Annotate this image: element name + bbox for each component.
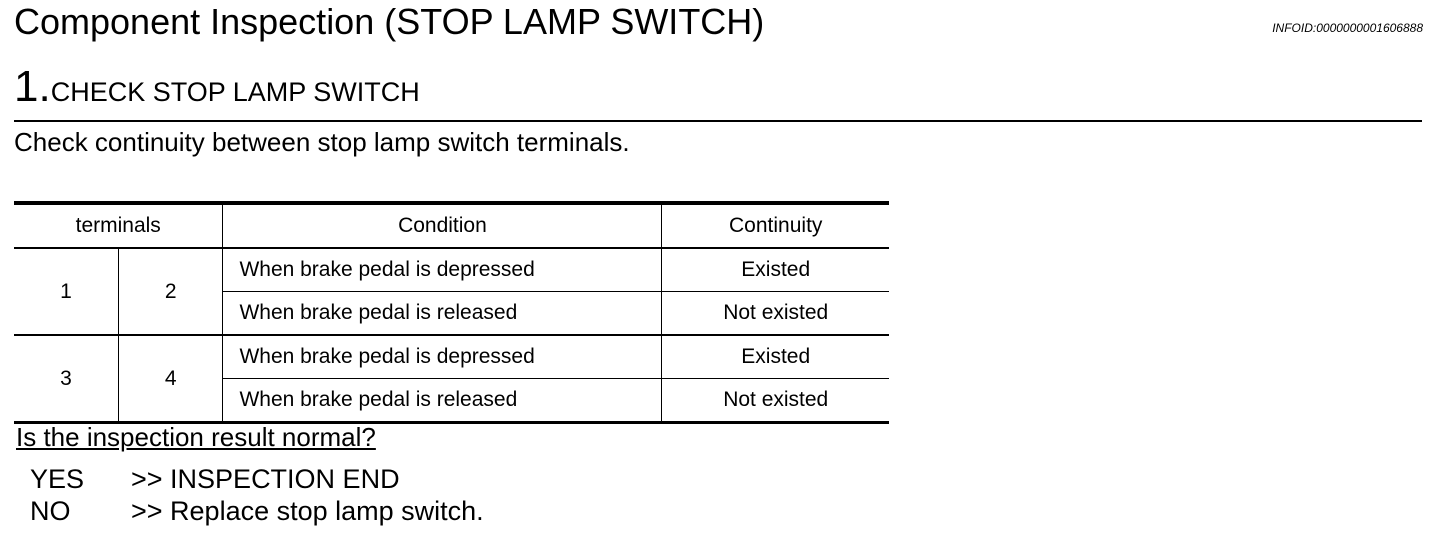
terminal-b-cell: 4 bbox=[117, 335, 223, 423]
answer-yes: YES >> INSPECTION END bbox=[30, 463, 400, 495]
header-condition: Condition bbox=[222, 203, 662, 249]
terminal-b-cell: 2 bbox=[117, 248, 223, 336]
condition-cell: When brake pedal is released bbox=[222, 291, 662, 336]
header-continuity: Continuity bbox=[661, 203, 889, 249]
table-row: When brake pedal is released Not existed bbox=[14, 291, 889, 336]
step-title: CHECK STOP LAMP SWITCH bbox=[50, 77, 420, 107]
page-title: Component Inspection (STOP LAMP SWITCH) bbox=[14, 1, 765, 42]
condition-cell: When brake pedal is depressed bbox=[222, 248, 662, 292]
condition-cell: When brake pedal is depressed bbox=[222, 335, 662, 379]
answer-action: >> Replace stop lamp switch. bbox=[131, 496, 484, 526]
info-id: INFOID:0000000001606888 bbox=[1272, 21, 1423, 35]
answer-key: YES bbox=[30, 464, 85, 494]
terminal-a-cell: 1 bbox=[14, 248, 119, 336]
step-number: 1. bbox=[14, 62, 51, 111]
instruction-text: Check continuity between stop lamp switc… bbox=[14, 127, 630, 157]
table-header-row: terminals Condition Continuity bbox=[14, 203, 889, 249]
header-terminals: terminals bbox=[14, 203, 223, 249]
continuity-table: terminals Condition Continuity 1 2 When … bbox=[14, 201, 889, 424]
table-row: When brake pedal is released Not existed bbox=[14, 378, 889, 423]
step-divider bbox=[14, 120, 1422, 122]
continuity-cell: Existed bbox=[661, 248, 889, 292]
answer-no: NO >> Replace stop lamp switch. bbox=[30, 495, 484, 527]
condition-cell: When brake pedal is released bbox=[222, 378, 662, 423]
continuity-cell: Not existed bbox=[661, 378, 889, 423]
answer-action: >> INSPECTION END bbox=[131, 464, 400, 494]
table-row: 3 4 When brake pedal is depressed Existe… bbox=[14, 335, 889, 423]
step-heading: 1.CHECK STOP LAMP SWITCH bbox=[14, 62, 420, 112]
continuity-cell: Existed bbox=[661, 335, 889, 379]
continuity-cell: Not existed bbox=[661, 291, 889, 336]
result-question: Is the inspection result normal? bbox=[16, 422, 376, 452]
table-row: 1 2 When brake pedal is depressed Existe… bbox=[14, 248, 889, 336]
answer-key: NO bbox=[30, 496, 71, 526]
terminal-a-cell: 3 bbox=[60, 366, 72, 390]
